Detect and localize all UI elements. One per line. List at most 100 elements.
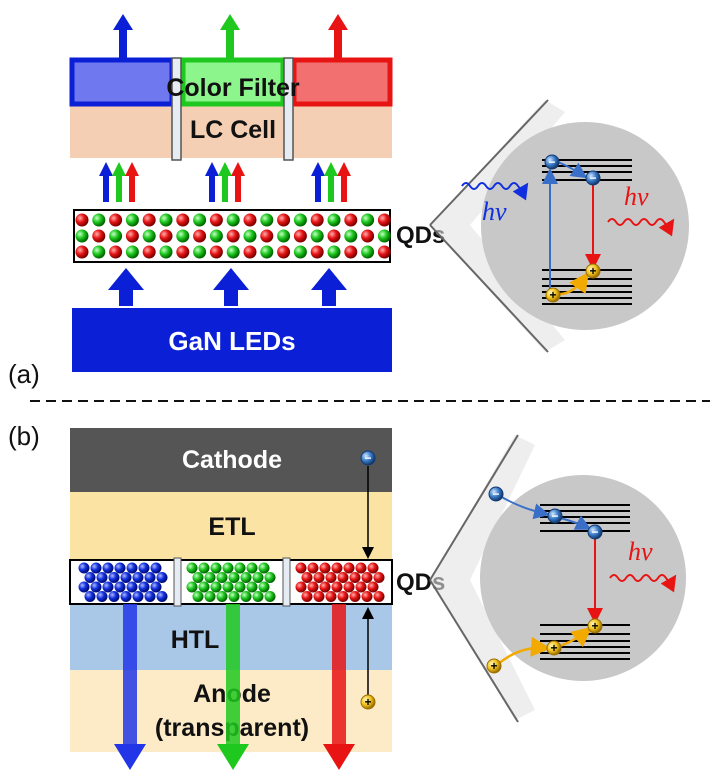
quantum-dot	[125, 229, 139, 243]
svg-text:−: −	[548, 155, 555, 169]
etl-layer	[70, 492, 392, 560]
quantum-dot	[109, 245, 123, 259]
quantum-dot	[301, 572, 313, 583]
quantum-dot	[142, 229, 156, 243]
quantum-dot	[243, 245, 257, 259]
quantum-dot	[246, 581, 258, 593]
cathode-layer	[70, 428, 392, 492]
quantum-dot	[373, 572, 385, 583]
hv-out-label-b: hv	[628, 537, 653, 566]
rgb-arrow	[112, 162, 126, 202]
quantum-dot	[310, 229, 324, 243]
svg-text:+: +	[550, 641, 557, 655]
pixel-divider-right	[282, 557, 291, 607]
quantum-dot	[92, 245, 106, 259]
quantum-dot	[156, 591, 168, 602]
quantum-dot	[209, 229, 223, 243]
lc-cell-layer	[70, 104, 392, 158]
cathode-label: Cathode	[182, 446, 282, 474]
quantum-dot	[138, 581, 150, 593]
quantum-dot	[96, 591, 108, 602]
quantum-dot	[293, 229, 307, 243]
quantum-dot	[132, 591, 144, 602]
hole-b3: +	[486, 658, 502, 674]
quantum-dot	[367, 581, 379, 593]
quantum-dot	[313, 591, 325, 602]
quantum-dot	[198, 581, 210, 593]
quantum-dot	[126, 562, 138, 574]
quantum-dot	[355, 562, 367, 574]
quantum-dot	[295, 581, 307, 593]
quantum-dot	[367, 562, 379, 574]
spacer-right	[283, 57, 294, 161]
quantum-dot	[246, 562, 258, 574]
quantum-dot	[252, 591, 264, 602]
quantum-dot	[192, 572, 204, 583]
emitted-photon-wave-b	[609, 574, 677, 593]
zoom-cone-b	[429, 434, 535, 723]
quantum-dot	[343, 562, 355, 574]
quantum-dot	[361, 591, 373, 602]
quantum-dot	[277, 229, 291, 243]
quantum-dot	[260, 213, 274, 227]
quantum-dot	[209, 245, 223, 259]
quantum-dot	[120, 572, 132, 583]
emission-arrows-down	[114, 604, 355, 770]
quantum-dot	[75, 213, 89, 227]
quantum-dot	[243, 213, 257, 227]
quantum-dot	[355, 581, 367, 593]
quantum-dot	[243, 229, 257, 243]
quantum-dot	[264, 591, 276, 602]
qd-particles	[75, 213, 391, 259]
quantum-dot	[240, 591, 252, 602]
quantum-dot	[92, 229, 106, 243]
quantum-dot	[301, 591, 313, 602]
quantum-dot	[313, 572, 325, 583]
quantum-dot	[228, 572, 240, 583]
quantum-dot	[102, 562, 114, 574]
quantum-dot	[258, 562, 270, 574]
blue-color-filter	[69, 57, 175, 107]
quantum-dot	[293, 245, 307, 259]
quantum-dot	[84, 572, 96, 583]
quantum-dot	[114, 562, 126, 574]
quantum-dot	[344, 229, 358, 243]
quantum-dot	[210, 562, 222, 574]
quantum-dot	[226, 213, 240, 227]
quantum-dot	[373, 591, 385, 602]
quantum-dot	[222, 581, 234, 593]
quantum-dot	[344, 213, 358, 227]
quantum-dot	[349, 572, 361, 583]
quantum-dot	[228, 591, 240, 602]
quantum-dot	[204, 591, 216, 602]
hole-b1: +	[587, 618, 603, 634]
svg-text:+: +	[490, 659, 497, 673]
panel-a: Color Filter LC Cell QDs GaN LEDs (a)	[8, 14, 689, 389]
quantum-dot	[377, 213, 391, 227]
rgb-arrow	[324, 162, 338, 202]
qd-pixel-particles	[78, 562, 385, 602]
quantum-dot	[344, 245, 358, 259]
panel-b: (b) Cathode ETL HTL Anode (transparent) …	[8, 421, 686, 770]
quantum-dot	[377, 229, 391, 243]
quantum-dot	[75, 229, 89, 243]
quantum-dot	[109, 213, 123, 227]
qd-energy-circle-a	[481, 122, 689, 330]
output-arrows-top	[113, 14, 348, 58]
rgb-arrow	[125, 162, 139, 202]
quantum-dot	[361, 213, 375, 227]
quantum-dot	[310, 213, 324, 227]
quantum-dot	[176, 213, 190, 227]
quantum-dot	[78, 562, 90, 574]
quantum-dot	[192, 591, 204, 602]
quantum-dot	[125, 213, 139, 227]
quantum-dot	[260, 229, 274, 243]
red-color-filter	[291, 57, 393, 107]
quantum-dot	[216, 572, 228, 583]
quantum-dot	[337, 591, 349, 602]
color-filter-label: Color Filter	[166, 74, 300, 102]
svg-text:−: −	[492, 487, 499, 501]
quantum-dot	[176, 229, 190, 243]
quantum-dot	[204, 572, 216, 583]
svg-text:−: −	[589, 171, 596, 185]
